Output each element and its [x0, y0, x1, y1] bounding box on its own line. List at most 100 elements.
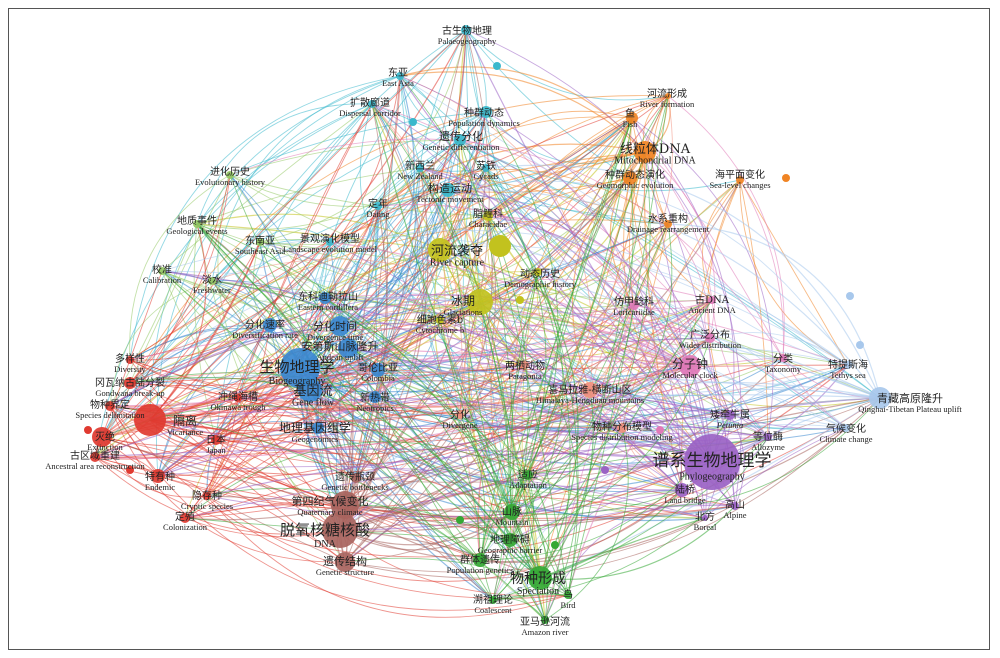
node-sea-level-changes[interactable] [736, 176, 744, 184]
node-okinawa-trough[interactable] [234, 394, 242, 402]
node-eastern-cordillera[interactable] [319, 292, 331, 304]
node-unlabeled[interactable] [126, 466, 134, 474]
node-japan[interactable] [211, 435, 221, 445]
node-petunia[interactable] [725, 410, 735, 420]
edge [129, 75, 401, 361]
node-dating[interactable] [374, 202, 382, 210]
node-unlabeled[interactable] [516, 296, 524, 304]
node-colonization[interactable] [180, 513, 190, 523]
node-geological-events[interactable] [193, 220, 201, 228]
node-glaciations[interactable] [467, 289, 493, 315]
node-evolutionary-history[interactable] [226, 171, 234, 179]
node-neotropics[interactable] [369, 391, 381, 403]
node-cycads[interactable] [482, 164, 490, 172]
node-landscape-evolution-model[interactable] [326, 238, 334, 246]
node-patagonia[interactable] [521, 361, 529, 369]
node-dispersal-corridor[interactable] [368, 100, 376, 108]
node-bird[interactable] [564, 591, 572, 599]
node-vicariance[interactable] [134, 404, 166, 436]
node-climate-change[interactable] [842, 424, 850, 432]
node-gene-flow[interactable] [298, 378, 322, 402]
node-boreal[interactable] [702, 515, 708, 521]
node-molecular-clock[interactable] [679, 355, 701, 377]
node-unlabeled[interactable] [493, 62, 501, 70]
edge [621, 409, 731, 429]
node-river-formation[interactable] [665, 93, 671, 99]
edge [269, 294, 769, 438]
node-southeast-asia[interactable] [256, 238, 264, 246]
node-speciation[interactable] [528, 566, 552, 590]
node-species-distribution-modeling[interactable] [617, 423, 627, 433]
node-cryptic-species[interactable] [203, 492, 211, 500]
node-freshwater[interactable] [208, 277, 216, 285]
node-demographic-history[interactable] [534, 268, 542, 276]
edge [567, 95, 669, 596]
node-qinghai-tibetan-plateau-uplift[interactable] [869, 387, 891, 409]
node-loricariidae[interactable] [629, 300, 639, 310]
node-species-delimitation[interactable] [105, 401, 115, 411]
node-geogenomics[interactable] [312, 422, 324, 434]
node-dna[interactable] [322, 512, 358, 548]
node-mountain[interactable] [504, 504, 520, 520]
node-wider-distribution[interactable] [705, 333, 715, 343]
edge [465, 29, 631, 179]
node-ancient-dna[interactable] [708, 296, 716, 304]
node-colombia[interactable] [371, 363, 385, 377]
node-tethys-sea[interactable] [844, 361, 852, 369]
node-genetic-differentiation[interactable] [454, 134, 466, 146]
node-fish[interactable] [626, 112, 638, 124]
edge [439, 249, 683, 491]
node-label-en: Mitochondrial DNA [614, 155, 696, 166]
node-adaptation[interactable] [523, 470, 533, 480]
node-new-zealand[interactable] [416, 164, 424, 172]
node-genetic-structure[interactable] [335, 552, 355, 572]
node-east-asia[interactable] [396, 72, 404, 80]
node-endemic[interactable] [151, 469, 165, 483]
node-allozyme[interactable] [764, 433, 772, 441]
node-divergene[interactable] [456, 411, 464, 419]
node-ancestral-area-reconstruction[interactable] [90, 452, 100, 462]
node-drainage-rearrangement[interactable] [664, 220, 672, 228]
node-quaternary-climate[interactable] [331, 491, 359, 519]
node-genetic-bottlenecks[interactable] [351, 473, 361, 483]
node-unlabeled[interactable] [782, 174, 790, 182]
node-geomorphic-evolution[interactable] [623, 171, 637, 185]
node-unlabeled[interactable] [656, 426, 664, 434]
node-alpine[interactable] [731, 502, 739, 510]
node-divergence-time[interactable] [330, 316, 350, 336]
node-diversity[interactable] [126, 356, 134, 364]
node-coalescent[interactable] [489, 596, 497, 604]
node-label-en: Adaptation [509, 480, 548, 490]
node-unlabeled[interactable] [456, 516, 464, 524]
node-andean-uplift[interactable] [338, 338, 358, 358]
node-population-genetics[interactable] [473, 553, 487, 567]
node-diversification-rate[interactable] [263, 318, 277, 332]
node-unlabeled[interactable] [856, 341, 864, 349]
node-characidae[interactable] [483, 211, 493, 221]
node-unlabeled[interactable] [601, 466, 609, 474]
node-label-en: Colombia [361, 373, 395, 383]
node-unlabeled[interactable] [551, 541, 559, 549]
node-unlabeled[interactable] [846, 292, 854, 300]
node-calibration[interactable] [158, 267, 166, 275]
node-amazon-river[interactable] [541, 616, 549, 624]
node-river-capture[interactable] [428, 238, 452, 262]
node-cytochrome-b[interactable] [436, 316, 444, 324]
node-taxonomy[interactable] [779, 354, 787, 362]
node-unlabeled[interactable] [409, 118, 417, 126]
node-label-en: New Zealand [397, 171, 443, 181]
node-geographic-barrier[interactable] [503, 533, 517, 547]
node-land-bridge[interactable] [675, 483, 689, 497]
node-phylogeography[interactable] [684, 434, 740, 490]
node-population-dynamics[interactable] [480, 106, 492, 118]
node-unlabeled[interactable] [84, 426, 92, 434]
node-palaeogeography[interactable] [461, 25, 471, 35]
node-extinction[interactable] [92, 427, 112, 447]
node-mitochondrial-dna[interactable] [634, 141, 656, 163]
node-himalaya-hengduan-mountains[interactable] [582, 382, 598, 398]
edge [371, 103, 706, 519]
node-label-zh: 种群动态演化 [605, 168, 665, 181]
node-unlabeled[interactable] [489, 235, 511, 257]
node-tectonic-movement[interactable] [441, 183, 455, 197]
node-gondwana-break-up[interactable] [124, 377, 136, 389]
